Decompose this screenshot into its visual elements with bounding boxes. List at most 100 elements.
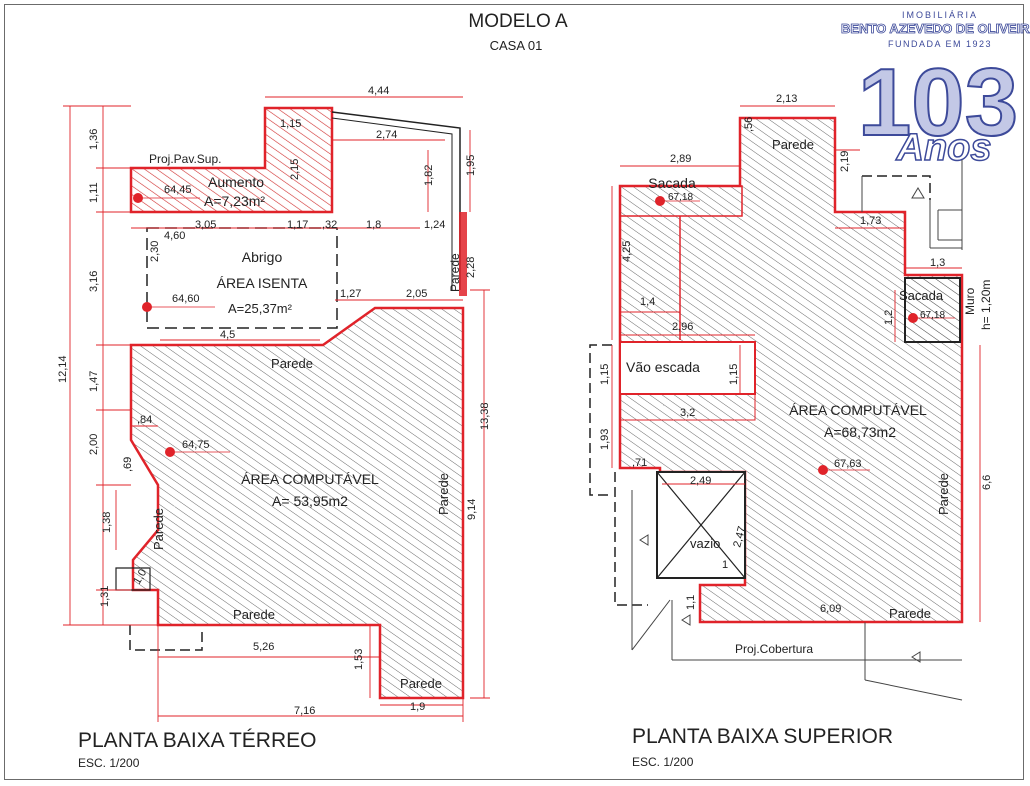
logo-line-2: BENTO AZEVEDO DE OLIVEIRA <box>841 21 1030 36</box>
logo-word: Anos <box>896 127 992 169</box>
dim-230: 2,30 <box>149 241 161 262</box>
ground-floor-plan: Proj.Pav.Sup. Aumento A=7,23m² Abrigo ÁR… <box>57 85 491 770</box>
upper-wall-label-1: Parede <box>772 137 814 152</box>
wall-label-3: Parede <box>400 676 442 691</box>
proj-cobertura-label: Proj.Cobertura <box>735 642 813 656</box>
page-title: MODELO A <box>468 11 568 32</box>
dim-138: 1,38 <box>101 512 113 533</box>
dim-215: 2,15 <box>289 159 301 180</box>
aumento-area-label: A=7,23m² <box>204 193 265 209</box>
level-64-45: 64,45 <box>164 184 192 196</box>
dim-19: 1,9 <box>410 701 425 713</box>
dim-u247: 2,47 <box>731 525 748 549</box>
dim-1214: 12,14 <box>57 355 69 383</box>
dim-115: 1,15 <box>280 118 301 130</box>
dim-124: 1,24 <box>424 219 445 231</box>
wall-label-4: Parede <box>151 508 166 550</box>
dim-u12: 1,2 <box>883 310 895 325</box>
dim-u32: 3,2 <box>680 407 695 419</box>
dim-111: 1,11 <box>88 182 100 203</box>
ground-plan-title: PLANTA BAIXA TÉRREO <box>78 729 316 752</box>
dim-444: 4,44 <box>368 85 389 97</box>
dim-u193: 1,93 <box>599 429 611 450</box>
dim-228: 2,28 <box>465 257 477 278</box>
isenta-label: ÁREA ISENTA <box>217 275 308 291</box>
wall-label-6: Parede <box>448 253 462 292</box>
level-64-75: 64,75 <box>182 439 210 451</box>
dim-u425: 4,25 <box>621 241 633 262</box>
stair-label: Vão escada <box>626 359 700 375</box>
dim-117: 1,17 <box>287 219 308 231</box>
dim-u213: 2,13 <box>776 93 797 105</box>
dim-u071: ,71 <box>632 457 647 469</box>
dim-u14: 1,4 <box>640 296 655 308</box>
dim-153: 1,53 <box>353 649 365 670</box>
dim-200: 2,00 <box>88 434 100 455</box>
dim-u115b: 1,15 <box>728 364 740 385</box>
dim-u609: 6,09 <box>820 603 841 615</box>
isenta-area-label: A=25,37m² <box>228 301 293 316</box>
level-67-63: 67,63 <box>834 458 862 470</box>
dim-131: 1,31 <box>99 586 111 607</box>
dim-18: 1,8 <box>366 219 381 231</box>
dim-u219: 2,19 <box>839 151 851 172</box>
ground-comp-label: ÁREA COMPUTÁVEL <box>241 471 379 487</box>
dim-032: ,32 <box>322 219 337 231</box>
dim-305: 3,05 <box>195 219 216 231</box>
dim-914: 9,14 <box>466 499 478 520</box>
upper-plan-scale: ESC. 1/200 <box>632 755 694 769</box>
dim-u66: 6,6 <box>981 475 993 490</box>
dim-45: 4,5 <box>220 329 235 341</box>
dim-460: 4,60 <box>164 230 185 242</box>
sacada-label-1: Sacada <box>648 175 696 191</box>
upper-floor-plan: Sacada Sacada Vão escada ÁREA COMPUTÁVEL… <box>589 93 993 769</box>
wall-label-2: Parede <box>233 607 275 622</box>
sacada-label-2: Sacada <box>899 288 944 303</box>
ground-plan-scale: ESC. 1/200 <box>78 756 140 770</box>
level-67-18-b: 67,18 <box>920 310 945 321</box>
dim-316: 3,16 <box>88 271 100 292</box>
dim-136: 1,36 <box>88 129 100 150</box>
dim-069: ,69 <box>122 457 134 472</box>
upper-wall-label-2: Parede <box>889 606 931 621</box>
level-64-60: 64,60 <box>172 293 200 305</box>
logo-line-3: FUNDADA EM 1923 <box>888 39 992 49</box>
dim-195: 1,95 <box>465 155 477 176</box>
level-67-18-a: 67,18 <box>668 192 693 203</box>
dim-u13: 1,3 <box>930 257 945 269</box>
dim-205: 2,05 <box>406 288 427 300</box>
proj-label: Proj.Pav.Sup. <box>149 152 221 166</box>
page-subtitle: CASA 01 <box>490 38 543 53</box>
upper-comp-label: ÁREA COMPUTÁVEL <box>789 402 927 418</box>
dim-u173: 1,73 <box>860 215 881 227</box>
dim-u1: 1 <box>722 559 728 571</box>
abrigo-label: Abrigo <box>242 249 283 265</box>
dim-084: ,84 <box>137 414 152 426</box>
dim-274: 2,74 <box>376 129 397 141</box>
wall-label-5: Parede <box>436 473 451 515</box>
dim-u296: 2,96 <box>672 321 693 333</box>
void-label: vazio <box>690 536 720 551</box>
dim-u249: 2,49 <box>690 475 711 487</box>
dim-716: 7,16 <box>294 705 315 717</box>
upper-plan-title: PLANTA BAIXA SUPERIOR <box>632 725 893 748</box>
wall-label-1: Parede <box>271 356 313 371</box>
dim-526: 5,26 <box>253 641 274 653</box>
drawing-frame <box>4 4 1024 780</box>
upper-comp-area-label: A=68,73m2 <box>824 424 896 440</box>
dim-u289: 2,89 <box>670 153 691 165</box>
dim-u056: ,56 <box>743 117 755 132</box>
logo-line-1: IMOBILIÁRIA <box>902 10 978 20</box>
muro-label: Muro <box>963 287 977 315</box>
ground-comp-area-label: A= 53,95m2 <box>272 493 348 509</box>
upper-wall-label-3: Parede <box>936 473 951 515</box>
right-balcony <box>904 277 961 343</box>
dim-u115: 1,15 <box>599 364 611 385</box>
dim-147: 1,47 <box>88 371 100 392</box>
company-logo: IMOBILIÁRIA BENTO AZEVEDO DE OLIVEIRA FU… <box>841 10 1030 170</box>
dim-u11: 1,1 <box>685 595 697 610</box>
dim-182: 1,82 <box>423 165 435 186</box>
dim-127: 1,27 <box>340 288 361 300</box>
aumento-label: Aumento <box>208 174 264 190</box>
